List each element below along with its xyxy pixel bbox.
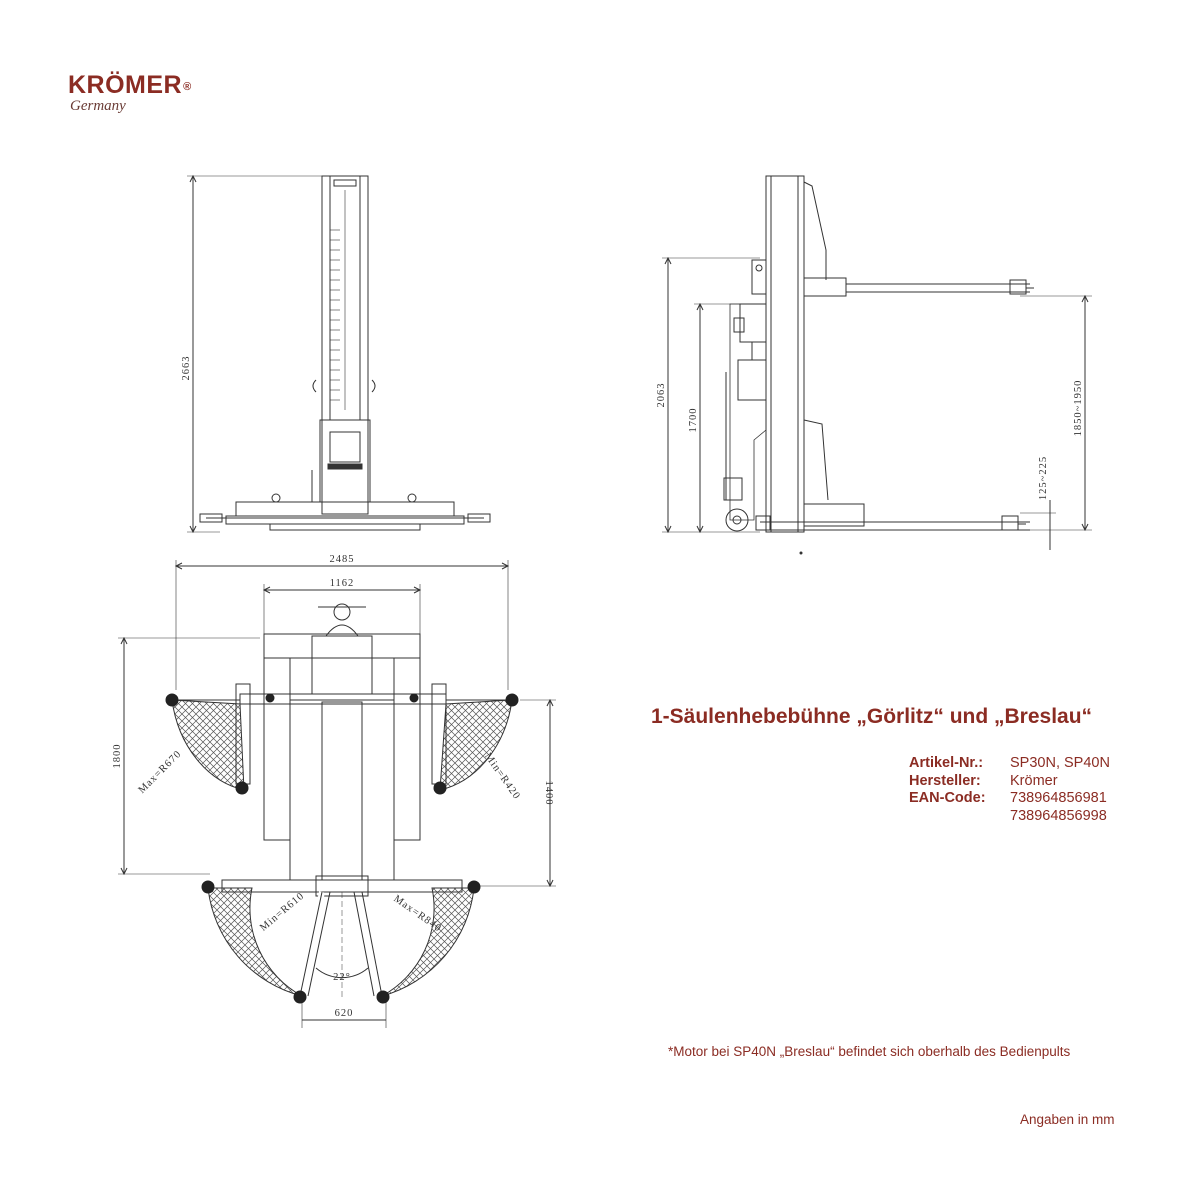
- spec-label: Hersteller:: [909, 772, 981, 789]
- dim-side-console-height: 1700: [688, 408, 699, 433]
- dim-radius-rear-left: Min=R610: [258, 890, 307, 933]
- dim-top-inner-width: 1162: [330, 578, 355, 589]
- side-view: [662, 175, 1092, 555]
- dim-side-arm-low: 125~225: [1038, 456, 1049, 500]
- spec-list: Artikel-Nr.: SP30N, SP40N Hersteller: Kr…: [909, 755, 1110, 825]
- spec-value: 738964856998: [1010, 807, 1107, 824]
- dim-top-depth: 1800: [112, 744, 123, 769]
- spec-row-ean: EAN-Code: 738964856981: [909, 790, 1110, 808]
- front-view: [187, 174, 491, 534]
- logo-subtitle: Germany: [70, 98, 126, 114]
- spec-row-article: Artikel-Nr.: SP30N, SP40N: [909, 755, 1110, 773]
- dim-top-width: 2485: [330, 554, 355, 565]
- dim-side-total-height: 2063: [656, 383, 667, 408]
- spec-row-manufacturer: Hersteller: Krömer: [909, 773, 1110, 791]
- dim-angle: 22°: [333, 972, 351, 983]
- dim-rear-spacing: 620: [335, 1008, 354, 1019]
- lift-pads: [165, 693, 519, 1004]
- spec-label: EAN-Code:: [909, 790, 986, 806]
- dim-front-height: 2663: [181, 356, 192, 381]
- dim-side-arm-height: 1850~1950: [1073, 380, 1084, 437]
- dim-top-arm-depth: 1400: [543, 781, 554, 806]
- logo-wordmark: KRÖMER®: [68, 71, 192, 99]
- spec-value: 738964856981: [1010, 790, 1107, 806]
- dim-radius-front-left: Max=R670: [137, 749, 184, 796]
- dim-radius-front-right: Min=R420: [482, 751, 522, 802]
- spec-label: [909, 808, 1010, 826]
- units-note: Angaben in mm: [1020, 1112, 1115, 1127]
- brand-logo: KRÖMER® Germany: [68, 72, 192, 114]
- page-title: 1-Säulenhebebühne „Görlitz“ und „Breslau…: [651, 705, 1093, 728]
- spec-row-ean-2: 738964856998: [909, 808, 1110, 826]
- spec-label: Artikel-Nr.:: [909, 755, 984, 771]
- footnote: *Motor bei SP40N „Breslau“ befindet sich…: [668, 1044, 1071, 1059]
- top-view: [118, 560, 556, 1028]
- spec-value: Krömer: [1010, 772, 1058, 789]
- spec-value: SP30N, SP40N: [1010, 755, 1110, 771]
